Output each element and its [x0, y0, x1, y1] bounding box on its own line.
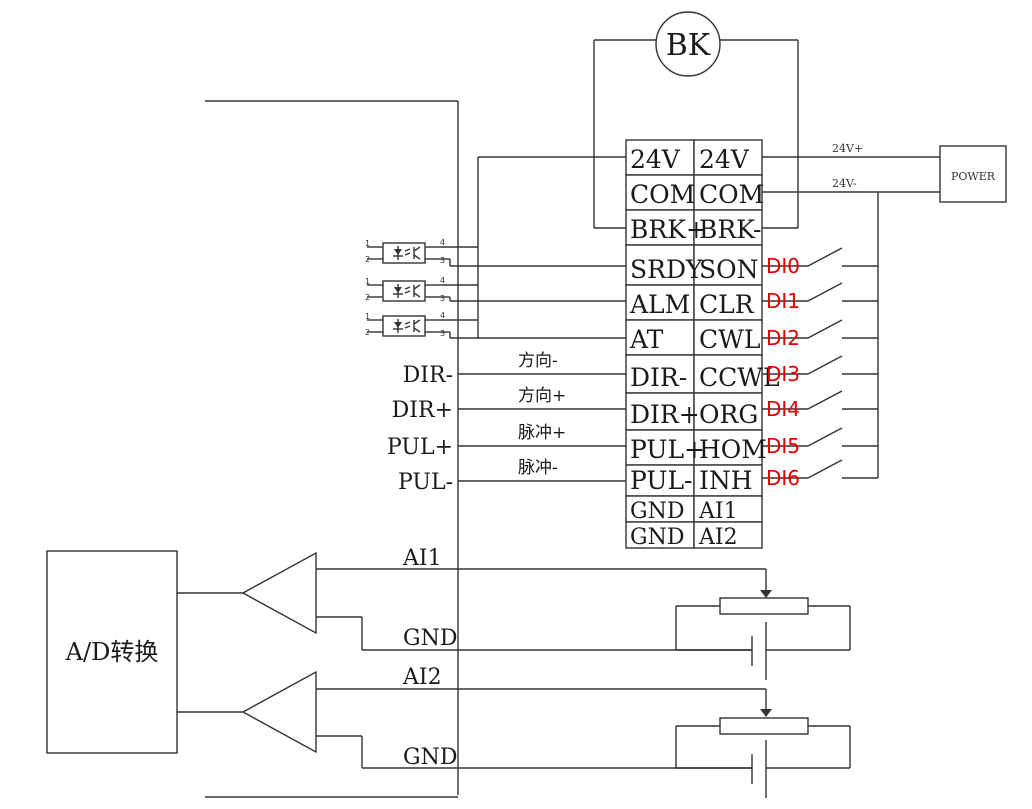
- optocoupler-group: 1 2 4 3 1 2 4 3 1 2 4 3: [365, 238, 626, 339]
- terminal-right-label: CLR: [699, 290, 755, 319]
- di-label: DI3: [766, 362, 800, 386]
- gnd2-line-label: GND: [403, 745, 457, 770]
- di-label: DI1: [766, 289, 800, 313]
- power-minus-label: 24V-: [832, 177, 857, 190]
- terminal-left-label: BRK+: [630, 215, 707, 244]
- terminal-right-label: CCWL: [699, 363, 780, 392]
- opto1-pin3: 3: [440, 256, 445, 265]
- terminal-cell-right: [693, 209, 763, 246]
- wires: [205, 39, 940, 798]
- di-switch-icon: [807, 355, 843, 375]
- terminal-right-label: AI1: [698, 499, 738, 524]
- di-switch-icon: [807, 247, 843, 267]
- terminal-left-label: 24V: [630, 145, 681, 174]
- potentiometer-1-icon: [719, 597, 809, 615]
- brake-circle: [655, 11, 721, 77]
- di-label: DI0: [766, 254, 800, 278]
- amplifier-1-icon: [241, 551, 317, 635]
- terminal-cell-left: [625, 244, 695, 286]
- di-label: DI6: [766, 466, 800, 490]
- amplifier-2-icon: [241, 670, 317, 754]
- power-plus-label: 24V+: [832, 142, 863, 155]
- terminal-right-label: HOM: [699, 435, 767, 464]
- gnd1-line-label: GND: [403, 626, 457, 651]
- terminal-left-label: DIR+: [630, 400, 700, 429]
- terminal-left-label: PUL+: [630, 435, 705, 464]
- opto2-pin1: 1: [365, 277, 370, 286]
- terminal-left-label: AT: [629, 325, 664, 354]
- opto2-pin4: 4: [440, 276, 445, 285]
- outside-signal-label: PUL-: [398, 470, 453, 495]
- terminal-cell-right: [693, 244, 763, 286]
- power-box: [939, 145, 1007, 203]
- terminal-cell-right: [693, 354, 763, 394]
- terminal-left-label: GND: [630, 525, 684, 550]
- terminal-cell-right: [693, 139, 763, 176]
- opto1-pin2: 2: [365, 255, 370, 264]
- terminal-right-label: BRK-: [699, 215, 762, 244]
- di-switch-icon: [807, 390, 843, 410]
- potentiometer-2-icon: [719, 717, 809, 735]
- terminal-cell-right: [693, 174, 763, 211]
- terminal-left-label: COM: [630, 180, 695, 209]
- terminal-cell-left: [625, 392, 695, 431]
- brake-label: BK: [666, 28, 711, 63]
- outside-signal-label: DIR-: [403, 363, 453, 388]
- di-switch-icon: [807, 427, 843, 447]
- terminal-right-label: INH: [699, 466, 753, 495]
- adc-label: A/D转换: [65, 638, 159, 666]
- cn-signal-label: 方向+: [518, 386, 566, 406]
- terminal-right-label: SON: [699, 255, 759, 284]
- ai1-line-label: AI1: [402, 546, 442, 571]
- cn-signal-label: 方向-: [518, 351, 558, 371]
- terminal-left-label: GND: [630, 499, 684, 524]
- terminal-left-label: PUL-: [630, 466, 693, 495]
- power-label: POWER: [951, 170, 996, 183]
- optocoupler-3-icon: [366, 315, 442, 337]
- di-label: DI2: [766, 326, 800, 350]
- outside-signal-label: PUL+: [387, 435, 453, 460]
- di-switch-icon: [807, 282, 843, 302]
- terminal-cell-left: [625, 464, 695, 497]
- opto1-pin4: 4: [440, 238, 445, 247]
- terminal-left-label: ALM: [629, 290, 690, 319]
- di-switch-icon: [807, 319, 843, 339]
- terminal-left-label: SRDY: [630, 255, 703, 284]
- adc-box: [46, 550, 178, 754]
- terminal-left-label: DIR-: [630, 363, 687, 392]
- terminal-cell-right: [693, 284, 763, 321]
- optocoupler-1-icon: [366, 242, 442, 264]
- terminal-right-label: COM: [699, 180, 764, 209]
- opto3-pin1: 1: [365, 312, 370, 321]
- terminal-right-label: AI2: [698, 525, 738, 550]
- opto3-pin4: 4: [440, 311, 445, 320]
- ai2-line-label: AI2: [402, 665, 442, 690]
- opto3-pin2: 2: [365, 328, 370, 337]
- analog-channel-2: AI2 GND: [177, 665, 851, 798]
- di-label: DI4: [766, 397, 800, 421]
- analog-channel-1: AI1 GND: [177, 546, 851, 680]
- terminal-right-label: ORG: [699, 400, 758, 429]
- opto2-pin3: 3: [440, 294, 445, 303]
- di-switch-icon: [807, 459, 843, 479]
- cn-signal-label: 脉冲-: [518, 458, 558, 478]
- terminal-right-label: CWL: [699, 325, 760, 354]
- opto1-pin1: 1: [365, 239, 370, 248]
- opto3-pin3: 3: [440, 329, 445, 338]
- opto2-pin2: 2: [365, 293, 370, 302]
- terminal-right-label: 24V: [699, 145, 750, 174]
- di-label: DI5: [766, 434, 800, 458]
- terminal-cell-right: [693, 521, 763, 549]
- cn-signal-label: 脉冲+: [518, 423, 566, 443]
- optocoupler-2-icon: [366, 280, 442, 302]
- pulse-direction-signals: DIR- 方向- DIR+ 方向+ PUL+ 脉冲+ PUL- 脉冲-: [387, 351, 626, 495]
- outside-signal-label: DIR+: [392, 398, 453, 423]
